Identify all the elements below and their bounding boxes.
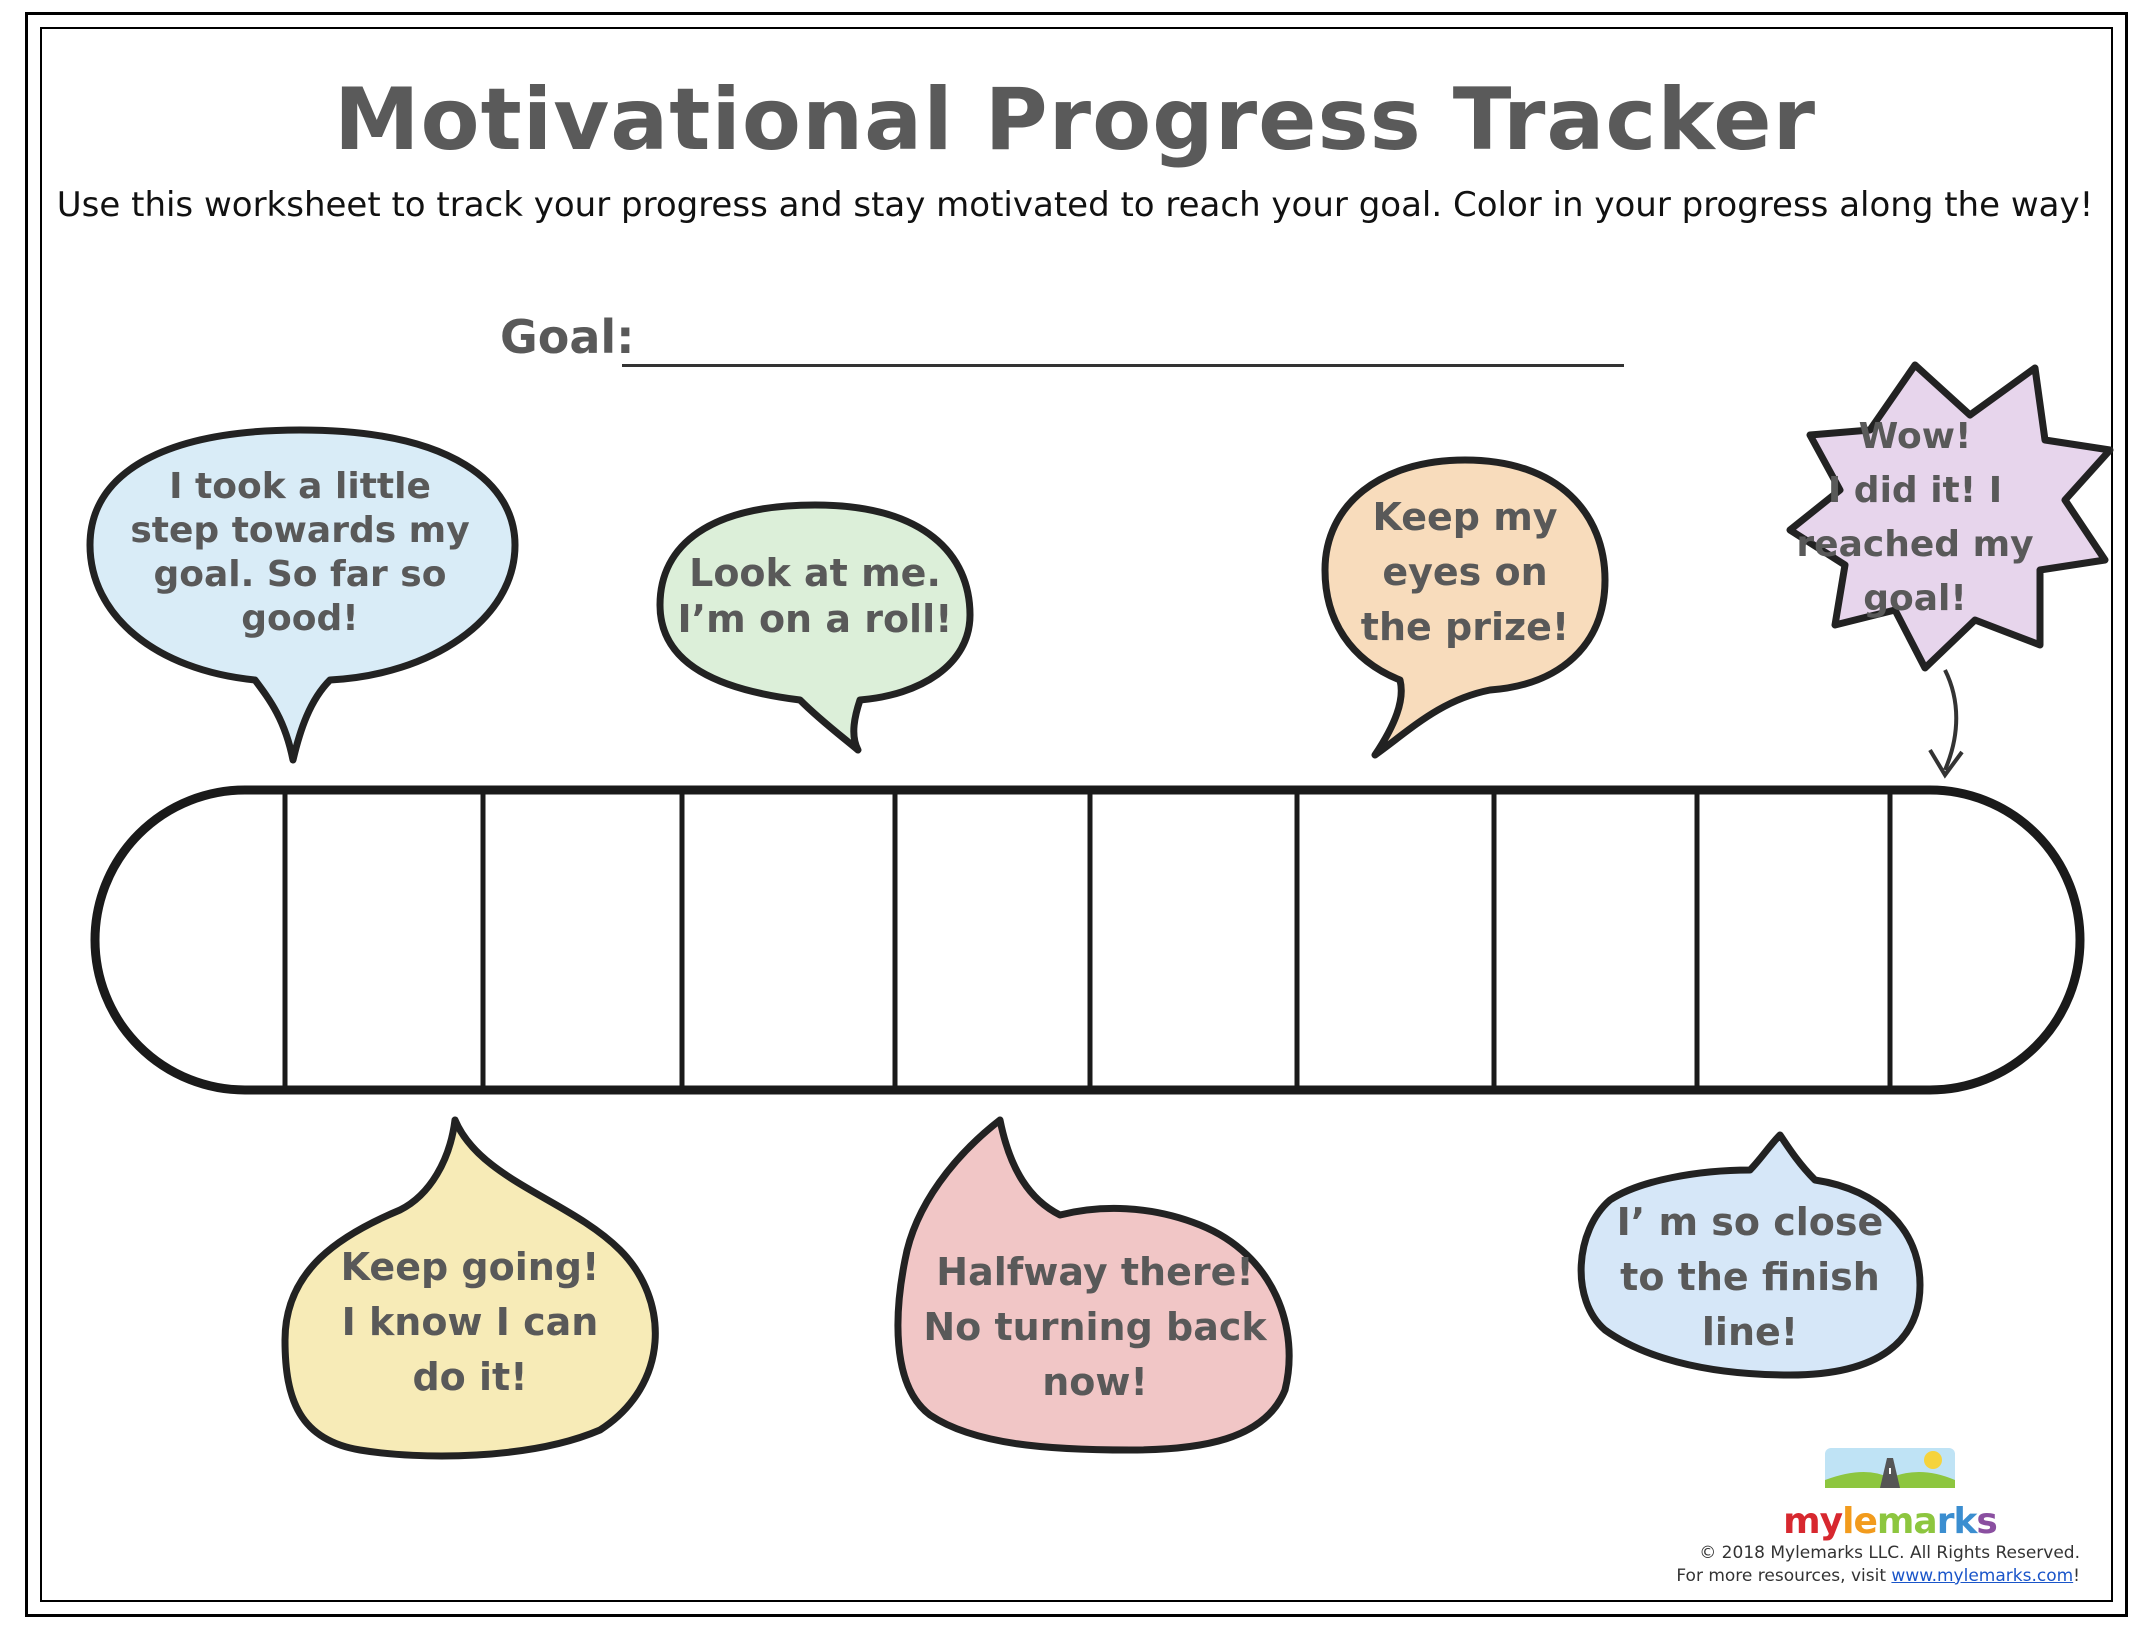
bubble-4-line: I did it! I (1827, 470, 2003, 511)
bubble-3-line: Keep my (1372, 495, 1558, 539)
bubble-6-text: Halfway there! No turning back now! (910, 1245, 1280, 1410)
arrow-curve-icon (1943, 669, 1959, 771)
bubble-2-text: Look at me. I’m on a roll! (660, 550, 970, 643)
speech-bubble-2 (656, 501, 974, 754)
goal-label: Goal: (500, 310, 635, 364)
mylemarks-link[interactable]: www.mylemarks.com (1891, 1565, 2074, 1586)
logo-part: ma (1876, 1501, 1938, 1542)
arrow-head-icon (1928, 748, 1964, 779)
bubble-6-line: Halfway there! (936, 1250, 1254, 1294)
speech-bubble-3 (1321, 456, 1609, 759)
bubble-1-line: good! (241, 597, 359, 639)
speech-bubble-5 (281, 1116, 659, 1460)
bubble-4-line: reached my (1796, 524, 2034, 565)
bubble-5-text: Keep going! I know I can do it! (310, 1240, 630, 1405)
progress-tracker (90, 785, 2085, 1095)
tracker-dividers (282, 794, 1893, 1086)
instructions-text: Use this worksheet to track your progres… (56, 185, 2094, 225)
copyright-text: © 2018 Mylemarks LLC. All Rights Reserve… (1699, 1543, 2080, 1563)
logo-part: my (1783, 1501, 1843, 1542)
resources-suffix: ! (2073, 1565, 2080, 1586)
bubble-4-text: Wow! I did it! I reached my goal! (1790, 410, 2040, 626)
bubble-3-line: the prize! (1360, 605, 1570, 650)
resources-line: For more resources, visit www.mylemarks.… (1676, 1565, 2080, 1588)
bubble-5-line: do it! (412, 1355, 528, 1400)
speech-bubble-6 (894, 1116, 1293, 1454)
bubble-5-line: I know I can (341, 1300, 599, 1345)
page-title: Motivational Progress Tracker (333, 70, 1817, 170)
bubble-7-line: I’ m so close (1616, 1200, 1884, 1244)
bubble-1-line: I took a little (169, 466, 431, 507)
bubble-6-line: No turning back (923, 1305, 1267, 1350)
bubble-7-text: I’ m so close to the finish line! (1590, 1195, 1910, 1360)
resources-prefix: For more resources, visit (1676, 1565, 1892, 1586)
logo-part: s (1976, 1501, 1997, 1542)
road-landscape-icon (1825, 1448, 1955, 1488)
bubble-7-line: to the finish (1620, 1255, 1880, 1300)
logo-part: rk (1936, 1501, 1978, 1542)
bubble-2-line: I’m on a roll! (677, 597, 953, 642)
bubble-4-line: goal! (1863, 578, 1967, 619)
page-border-inner (40, 27, 2113, 1602)
speech-bubble-7 (1577, 1131, 1924, 1379)
bubble-6-line: now! (1042, 1360, 1148, 1405)
goal-input-line[interactable] (622, 364, 1624, 367)
copyright-footer: © 2018 Mylemarks LLC. All Rights Reserve… (1676, 1542, 2080, 1588)
page-border (25, 12, 2128, 1617)
bubble-3-text: Keep my eyes on the prize! (1335, 490, 1595, 655)
bubble-5-line: Keep going! (340, 1245, 600, 1289)
logo-part: le (1842, 1501, 1878, 1542)
speech-bubble-1 (86, 426, 519, 764)
bubble-7-line: line! (1701, 1310, 1799, 1355)
starburst-bubble-4 (1786, 361, 2114, 779)
bubble-3-line: eyes on (1382, 550, 1548, 595)
bubble-1-text: I took a little step towards my goal. So… (110, 465, 490, 641)
bubble-4-line: Wow! (1858, 416, 1972, 457)
bubble-2-line: Look at me. (689, 551, 941, 595)
logo-wordmark: mylemarks (1780, 1504, 2000, 1540)
mylemarks-logo: mylemarks (1780, 1440, 2000, 1540)
bubble-1-line: goal. So far so (153, 553, 447, 595)
bubble-1-line: step towards my (130, 509, 470, 551)
